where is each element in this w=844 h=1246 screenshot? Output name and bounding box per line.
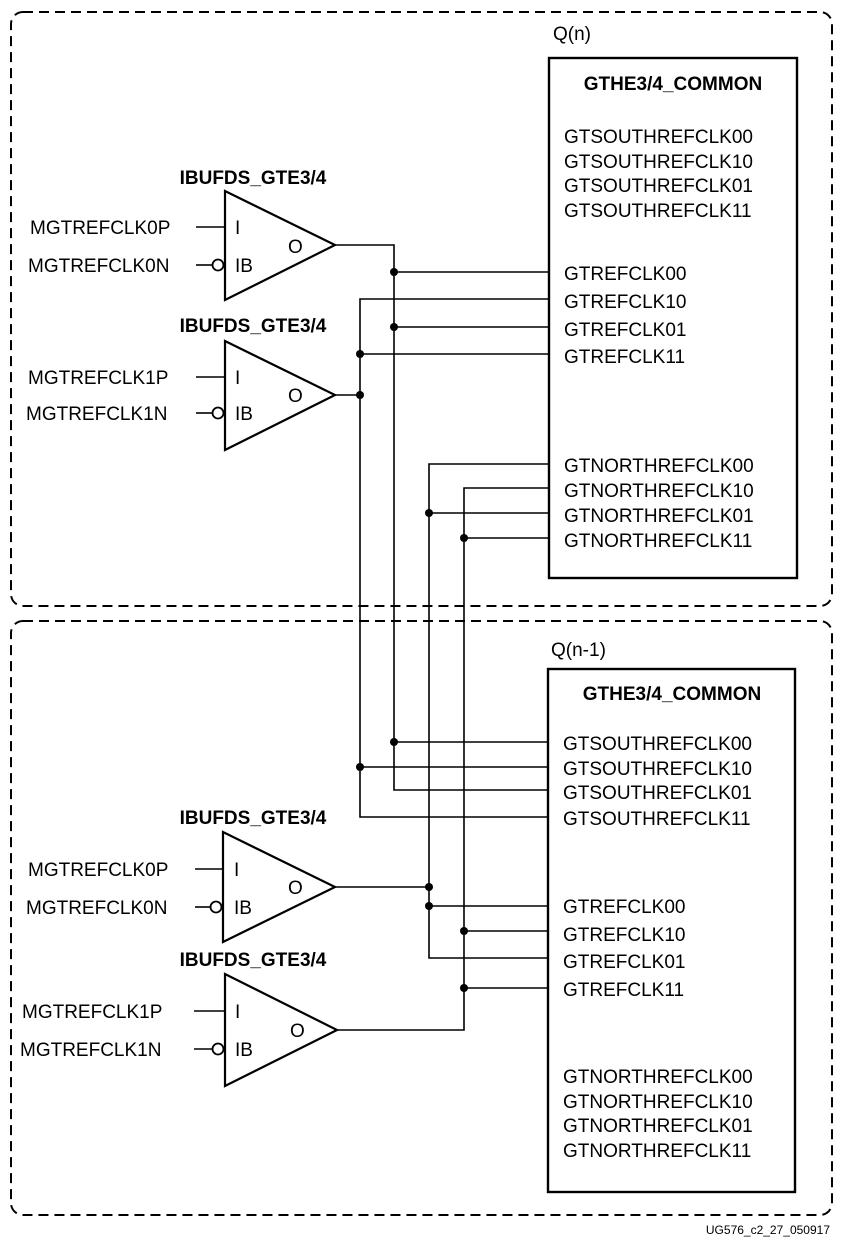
pin-label: GTSOUTHREFCLK11 xyxy=(564,201,752,222)
pin-label: GTREFCLK00 xyxy=(563,897,685,918)
ibufds-buffer xyxy=(223,189,338,302)
pin-label: GTREFCLK10 xyxy=(564,292,686,313)
buffer-input-n: MGTREFCLK0N xyxy=(28,256,169,277)
pin-label: GTREFCLK11 xyxy=(564,347,685,368)
pin-label: GTNORTHREFCLK11 xyxy=(564,531,752,552)
pin-ib: IB xyxy=(234,898,252,919)
pin-o: O xyxy=(290,1021,305,1042)
pin-label: GTSOUTHREFCLK01 xyxy=(563,783,752,804)
inversion-bubble xyxy=(211,258,225,272)
buffer-input-n: MGTREFCLK1N xyxy=(20,1040,161,1061)
inversion-bubble xyxy=(211,1042,225,1056)
pin-i: I xyxy=(234,860,239,881)
pin-label: GTNORTHREFCLK10 xyxy=(564,481,754,502)
pin-label: GTREFCLK01 xyxy=(563,952,685,973)
inversion-bubble xyxy=(211,406,225,420)
pin-i: I xyxy=(235,368,240,389)
pin-label: GTSOUTHREFCLK11 xyxy=(563,809,751,830)
buffer-title: IBUFDS_GTE3/4 xyxy=(180,808,327,829)
buffer-input-n: MGTREFCLK1N xyxy=(26,404,167,425)
pin-label: GTREFCLK10 xyxy=(563,925,685,946)
quad-n-label: Q(n) xyxy=(553,24,591,45)
pin-label: GTNORTHREFCLK00 xyxy=(563,1067,753,1088)
routing-wires xyxy=(335,244,549,1031)
pin-ib: IB xyxy=(235,256,253,277)
buffer-title: IBUFDS_GTE3/4 xyxy=(180,168,327,189)
pin-o: O xyxy=(288,237,303,258)
pin-label: GTSOUTHREFCLK01 xyxy=(564,176,753,197)
pin-label: GTREFCLK11 xyxy=(563,980,684,1001)
pin-label: GTREFCLK00 xyxy=(564,264,686,285)
junction-dots xyxy=(356,268,468,992)
common-block-quad-n xyxy=(547,56,799,580)
buffer-title: IBUFDS_GTE3/4 xyxy=(180,316,327,337)
pin-label: GTNORTHREFCLK01 xyxy=(564,506,754,527)
pin-label: GTNORTHREFCLK00 xyxy=(564,456,754,477)
figure-id: UG576_c2_27_050917 xyxy=(706,1223,830,1237)
pin-o: O xyxy=(288,386,303,407)
ibufds-buffer xyxy=(221,830,338,944)
pin-label: GTSOUTHREFCLK00 xyxy=(563,734,752,755)
pin-ib: IB xyxy=(235,1040,253,1061)
buffer-input-p: MGTREFCLK0P xyxy=(30,218,170,239)
common-title-quad-n: GTHE3/4_COMMON xyxy=(584,74,762,95)
pin-i: I xyxy=(235,1002,240,1023)
pin-label: GTNORTHREFCLK01 xyxy=(563,1116,753,1137)
common-title-quad-n-1: GTHE3/4_COMMON xyxy=(583,684,761,705)
inversion-bubble xyxy=(209,900,223,914)
common-block-quad-n-1 xyxy=(546,667,797,1194)
pin-ib: IB xyxy=(235,404,253,425)
pin-label: GTSOUTHREFCLK00 xyxy=(564,127,753,148)
pin-o: O xyxy=(288,878,303,899)
quad-n-1-label: Q(n-1) xyxy=(551,640,606,661)
pin-label: GTNORTHREFCLK11 xyxy=(563,1141,751,1162)
pin-label: GTSOUTHREFCLK10 xyxy=(563,759,752,780)
buffer-input-n: MGTREFCLK0N xyxy=(26,898,167,919)
pin-label: GTREFCLK01 xyxy=(564,320,686,341)
ibufds-buffer xyxy=(223,972,340,1088)
pin-label: GTNORTHREFCLK10 xyxy=(563,1092,753,1113)
ibufds-buffer xyxy=(223,339,338,452)
quad-n-boundary xyxy=(10,11,833,607)
buffer-input-p: MGTREFCLK0P xyxy=(28,860,168,881)
buffer-title: IBUFDS_GTE3/4 xyxy=(180,950,327,971)
buffer-input-p: MGTREFCLK1P xyxy=(28,368,168,389)
pin-label: GTSOUTHREFCLK10 xyxy=(564,152,753,173)
buffer-input-p: MGTREFCLK1P xyxy=(22,1002,162,1023)
quad-n-1-boundary xyxy=(10,620,833,1216)
pin-i: I xyxy=(235,218,240,239)
